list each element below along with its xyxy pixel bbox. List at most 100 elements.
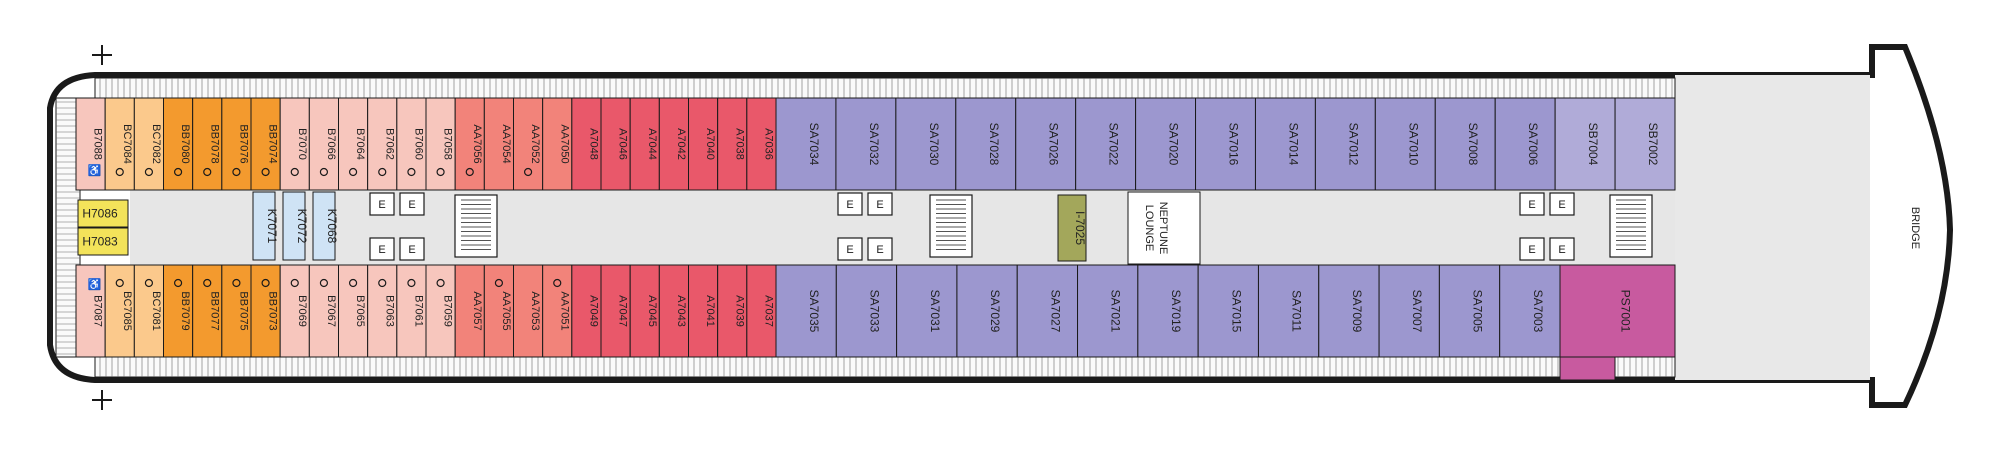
cabin-b7069[interactable]: B7069 xyxy=(279,264,310,358)
cabin-bb7075[interactable]: BB7075 xyxy=(221,264,252,358)
cabin-a7041[interactable]: A7041 xyxy=(688,264,719,358)
cabin-bb7074[interactable]: BB7074 xyxy=(250,97,281,191)
cabin-sa7003[interactable]: SA7003 xyxy=(1499,264,1561,358)
cabin-bc7084[interactable]: BC7084 xyxy=(104,97,135,191)
cabin-sa7026[interactable]: SA7026 xyxy=(1015,97,1077,191)
cabin-label: K7068 xyxy=(325,209,339,244)
cabin-bc7082[interactable]: BC7082 xyxy=(133,97,164,191)
cabin-a7039[interactable]: A7039 xyxy=(717,264,748,358)
cabin-sa7031[interactable]: SA7031 xyxy=(896,264,958,358)
cabin-b7066[interactable]: B7066 xyxy=(308,97,340,191)
cabin-sa7028[interactable]: SA7028 xyxy=(955,97,1017,191)
cabin-ps7001[interactable]: PS7001 xyxy=(1559,264,1676,358)
cabin-a7048[interactable]: A7048 xyxy=(571,97,602,191)
cabin-b7063[interactable]: B7063 xyxy=(367,264,398,358)
cabin-sa7015[interactable]: SA7015 xyxy=(1197,264,1259,358)
cabin-label: BB7080 xyxy=(179,124,191,163)
cabin-a7040[interactable]: A7040 xyxy=(688,97,719,191)
cabin-k7068[interactable]: K7068 xyxy=(312,191,339,261)
cabin-a7042[interactable]: A7042 xyxy=(658,97,689,191)
cabin-aa7057[interactable]: AA7057 xyxy=(454,264,485,358)
cabin-k7072[interactable]: K7072 xyxy=(282,191,309,261)
cabin-a7049[interactable]: A7049 xyxy=(571,264,602,358)
cabin-sa7030[interactable]: SA7030 xyxy=(895,97,957,191)
elevator-icon: E xyxy=(1519,192,1545,216)
cabin-sa7014[interactable]: SA7014 xyxy=(1254,97,1316,191)
cabin-sa7011[interactable]: SA7011 xyxy=(1257,264,1320,358)
cabin-h7083[interactable]: H7083 xyxy=(77,227,129,256)
cabin-aa7052[interactable]: AA7052 xyxy=(513,97,544,191)
sofa-bed-icon xyxy=(232,167,241,177)
cabin-sa7005[interactable]: SA7005 xyxy=(1438,264,1501,358)
cabin-label: SA7003 xyxy=(1531,290,1545,333)
cabin-b7062[interactable]: B7062 xyxy=(367,97,398,191)
cabin-a7038[interactable]: A7038 xyxy=(717,97,748,191)
cabin-bb7073[interactable]: BB7073 xyxy=(250,264,281,358)
cabin-sb7002[interactable]: SB7002 xyxy=(1614,97,1676,191)
cabin-a7037[interactable]: A7037 xyxy=(746,264,777,358)
cabin-a7044[interactable]: A7044 xyxy=(629,97,660,191)
cabin-sa7027[interactable]: SA7027 xyxy=(1016,264,1079,358)
cabin-bb7079[interactable]: BB7079 xyxy=(163,264,194,358)
cabin-bb7076[interactable]: BB7076 xyxy=(221,97,252,191)
cabin-b7059[interactable]: B7059 xyxy=(425,264,456,358)
cabin-label: A7046 xyxy=(617,128,629,160)
cabin-sa7034[interactable]: SA7034 xyxy=(775,97,837,191)
cabin-aa7055[interactable]: AA7055 xyxy=(483,264,515,358)
cabin-aa7051[interactable]: AA7051 xyxy=(542,264,573,358)
cabin-label: SA7020 xyxy=(1167,123,1181,166)
cabin-sa7021[interactable]: SA7021 xyxy=(1077,264,1139,358)
cabin-bb7077[interactable]: BB7077 xyxy=(192,264,223,358)
cabin-aa7054[interactable]: AA7054 xyxy=(483,97,515,191)
cabin-sa7033[interactable]: SA7033 xyxy=(835,264,898,358)
cabin-b7088[interactable]: B7088 xyxy=(75,97,106,191)
cabin-sa7020[interactable]: SA7020 xyxy=(1135,97,1197,191)
cabin-bc7085[interactable]: BC7085 xyxy=(104,264,135,358)
cabin-label: B7060 xyxy=(412,128,424,160)
cabin-a7043[interactable]: A7043 xyxy=(658,264,689,358)
cabin-sa7010[interactable]: SA7010 xyxy=(1374,97,1436,191)
cabin-sa7016[interactable]: SA7016 xyxy=(1195,97,1256,191)
cabin-sa7032[interactable]: SA7032 xyxy=(835,97,897,191)
cabin-sa7006[interactable]: SA7006 xyxy=(1494,97,1556,191)
cabin-sa7035[interactable]: SA7035 xyxy=(775,264,837,358)
cabin-bc7081[interactable]: BC7081 xyxy=(133,264,164,358)
cabin-sa7019[interactable]: SA7019 xyxy=(1137,264,1199,358)
cabin-a7045[interactable]: A7045 xyxy=(629,264,660,358)
cabin-a7046[interactable]: A7046 xyxy=(600,97,631,191)
cabin-aa7053[interactable]: AA7053 xyxy=(513,264,544,358)
cabin-i-7025[interactable]: I-7025 xyxy=(1057,194,1087,262)
cabin-label: SB7002 xyxy=(1646,123,1660,166)
cabin-b7064[interactable]: B7064 xyxy=(338,97,369,191)
cabin-a7036[interactable]: A7036 xyxy=(746,97,777,191)
cabin-k7071[interactable]: K7071 xyxy=(252,191,279,261)
cabin-label: BB7075 xyxy=(237,291,249,330)
cabin-label: AA7050 xyxy=(558,124,570,163)
cabin-h7086[interactable]: H7086 xyxy=(77,199,129,228)
cabin-sa7029[interactable]: SA7029 xyxy=(956,264,1018,358)
cabin-b7087[interactable]: B7087 xyxy=(75,264,106,358)
cabin-b7065[interactable]: B7065 xyxy=(338,264,369,358)
cabin-b7058[interactable]: B7058 xyxy=(425,97,456,191)
cabin-a7047[interactable]: A7047 xyxy=(600,264,631,358)
elevator-icon: E xyxy=(1549,237,1575,261)
cabin-sa7008[interactable]: SA7008 xyxy=(1434,97,1496,191)
cabin-bb7080[interactable]: BB7080 xyxy=(163,97,194,191)
cabin-b7067[interactable]: B7067 xyxy=(308,264,340,358)
svg-text:E: E xyxy=(408,199,415,211)
cabin-sa7022[interactable]: SA7022 xyxy=(1075,97,1137,191)
cabin-b7070[interactable]: B7070 xyxy=(279,97,310,191)
cabin-sa7007[interactable]: SA7007 xyxy=(1378,264,1440,358)
cabin-aa7050[interactable]: AA7050 xyxy=(542,97,573,191)
railing-bottom xyxy=(94,356,1676,378)
cabin-aa7056[interactable]: AA7056 xyxy=(454,97,485,191)
cabin-b7060[interactable]: B7060 xyxy=(396,97,427,191)
svg-text:E: E xyxy=(408,244,415,256)
cabin-sb7004[interactable]: SB7004 xyxy=(1554,97,1616,191)
cabin-b7061[interactable]: B7061 xyxy=(396,264,427,358)
cabin-bb7078[interactable]: BB7078 xyxy=(192,97,223,191)
cabin-sa7009[interactable]: SA7009 xyxy=(1318,264,1380,358)
cabin-sa7012[interactable]: SA7012 xyxy=(1314,97,1376,191)
